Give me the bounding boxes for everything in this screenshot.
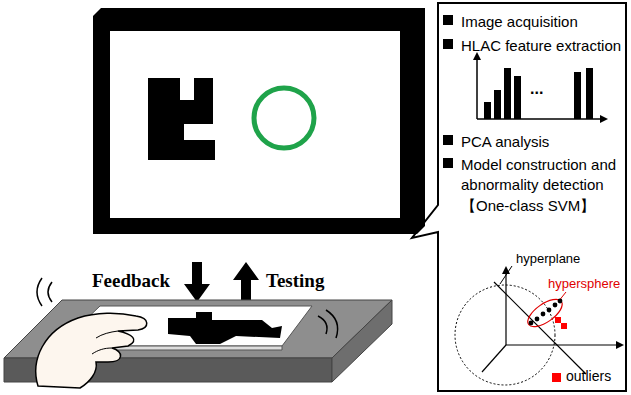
monitor-screen: [110, 31, 400, 218]
svm-plot: [455, 266, 624, 385]
method-name: 【One-class SVM】: [461, 196, 621, 216]
feedback-arrow: [184, 262, 210, 302]
vibration-marks: [318, 310, 338, 338]
histogram: [473, 52, 608, 123]
plot-label: hypersphere: [548, 276, 620, 291]
bullet-square: [443, 135, 453, 145]
step-text: Model construction and abnormality detec…: [461, 155, 621, 194]
base-side: [332, 300, 392, 382]
arrow-label: Testing: [266, 270, 324, 292]
ellipsis: ...: [530, 80, 543, 98]
step-text: HLAC feature extraction: [461, 36, 621, 56]
plot-label: hyperplane: [516, 251, 580, 266]
finger-lines: [92, 331, 118, 354]
bullet-square: [443, 15, 453, 25]
monitor-frame: [93, 16, 417, 234]
target-circle: [254, 88, 314, 148]
panel-ground: [437, 2, 627, 392]
puzzle-piece: [168, 312, 282, 344]
vibration-marks: [37, 278, 52, 306]
bullet-square: [443, 158, 453, 168]
bullet-square: [443, 39, 453, 49]
arrow-label: Feedback: [92, 270, 170, 292]
step-text: Image acquisition: [461, 12, 621, 32]
monitor-bevel: [93, 8, 425, 234]
hand: [36, 313, 147, 388]
legend-swatch: [552, 373, 561, 382]
legend-text: outliers: [566, 368, 611, 384]
testing-arrow: [233, 262, 259, 302]
puzzle-shape: [148, 78, 215, 160]
process-panel: Image acquisitionHLAC feature extraction…: [437, 2, 627, 392]
step-text: PCA analysis: [461, 132, 621, 152]
